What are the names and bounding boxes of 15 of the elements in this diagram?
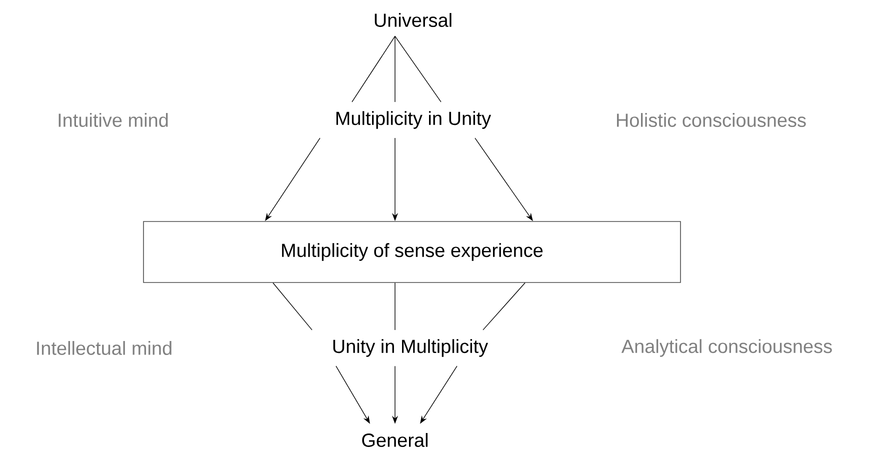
side-label: Intuitive mind	[58, 113, 168, 127]
node-text: General	[362, 433, 428, 447]
node-text: Unity in Multiplicity	[333, 339, 488, 357]
connector-line	[352, 36, 396, 102]
connector-line	[482, 282, 526, 330]
side-label: Intellectual mind	[37, 341, 172, 355]
side-label: Holistic consciousness	[617, 113, 806, 127]
connector-line	[394, 36, 396, 102]
side-label: Analytical consciousness	[621, 339, 832, 357]
connector-line	[394, 282, 396, 330]
connector-line	[394, 36, 442, 102]
process-box: Multiplicity of sense experience	[143, 221, 681, 283]
node-text: Universal	[374, 13, 452, 27]
connector-line	[272, 282, 312, 330]
node-text: Multiplicity in Unity	[336, 111, 492, 129]
